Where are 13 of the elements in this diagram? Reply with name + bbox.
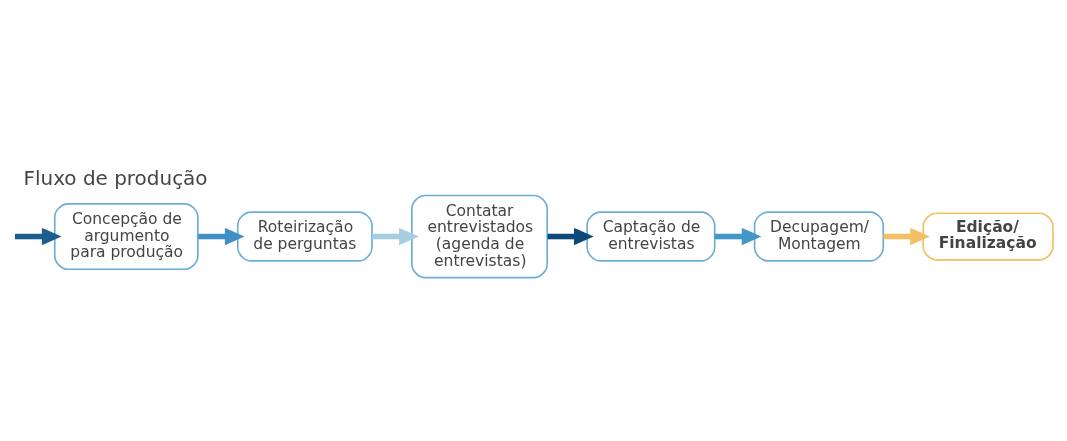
node-box: Decupagem/ Montagem [753,210,885,262]
diagram-title: Fluxo de produção [23,165,208,190]
arrow [883,227,930,245]
node-box: Edição/ Finalização [922,211,1054,261]
arrow [14,227,62,245]
arrow [372,227,419,245]
node-box: Concepção de argumento para produção [53,202,199,270]
node-box: Captação de entrevistas [586,210,716,262]
arrow [547,227,594,245]
node-box: Contatar entrevistados (agenda de entrevistas) [411,194,549,278]
arrow [198,227,245,245]
node-box: Roteirização de perguntas [236,210,373,262]
arrow [714,227,762,245]
